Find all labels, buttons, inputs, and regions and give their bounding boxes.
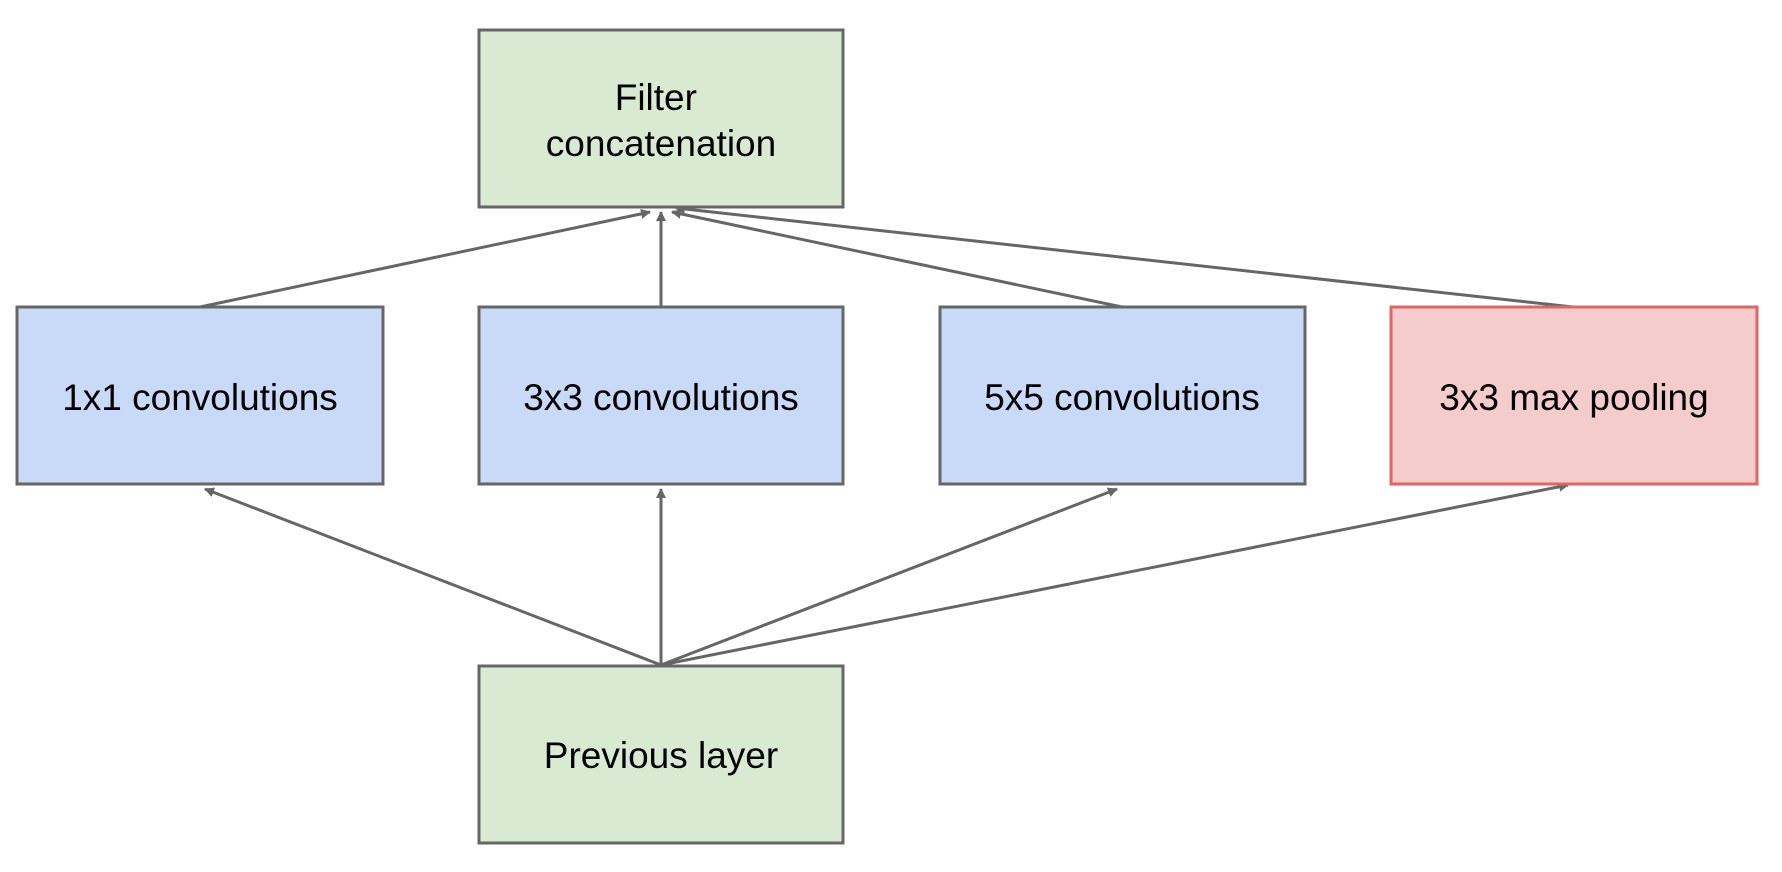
edge-previous-to-1x1	[204, 487, 662, 667]
conv-1x1-label: 1x1 convolutions	[62, 377, 338, 418]
edge-5x5-to-concat	[671, 208, 1123, 309]
edges-to-concat	[199, 204, 1574, 309]
filter-concatenation-node: Filter concatenation	[477, 28, 845, 209]
conv-5x5-label: 5x5 convolutions	[984, 377, 1260, 418]
edges-from-previous	[204, 481, 1569, 667]
conv-5x5-node: 5x5 convolutions	[938, 305, 1307, 486]
edge-maxpool-to-concat	[675, 204, 1574, 309]
previous-layer-label: Previous layer	[544, 735, 778, 776]
conv-3x3-label: 3x3 convolutions	[523, 377, 799, 418]
edge-previous-to-maxpool	[660, 481, 1569, 667]
filter-concatenation-label-line2: concatenation	[546, 123, 776, 164]
max-pooling-label: 3x3 max pooling	[1439, 377, 1708, 418]
max-pooling-node: 3x3 max pooling	[1389, 305, 1759, 486]
svg-text:Filter concatenation: Filter concatenation	[546, 77, 776, 164]
edge-1x1-to-concat	[199, 208, 651, 309]
conv-1x1-node: 1x1 convolutions	[15, 305, 385, 486]
filter-concatenation-label-line1: Filter	[615, 77, 697, 118]
conv-3x3-node: 3x3 convolutions	[477, 305, 845, 486]
previous-layer-node: Previous layer	[477, 664, 845, 845]
edge-previous-to-5x5	[660, 487, 1118, 667]
